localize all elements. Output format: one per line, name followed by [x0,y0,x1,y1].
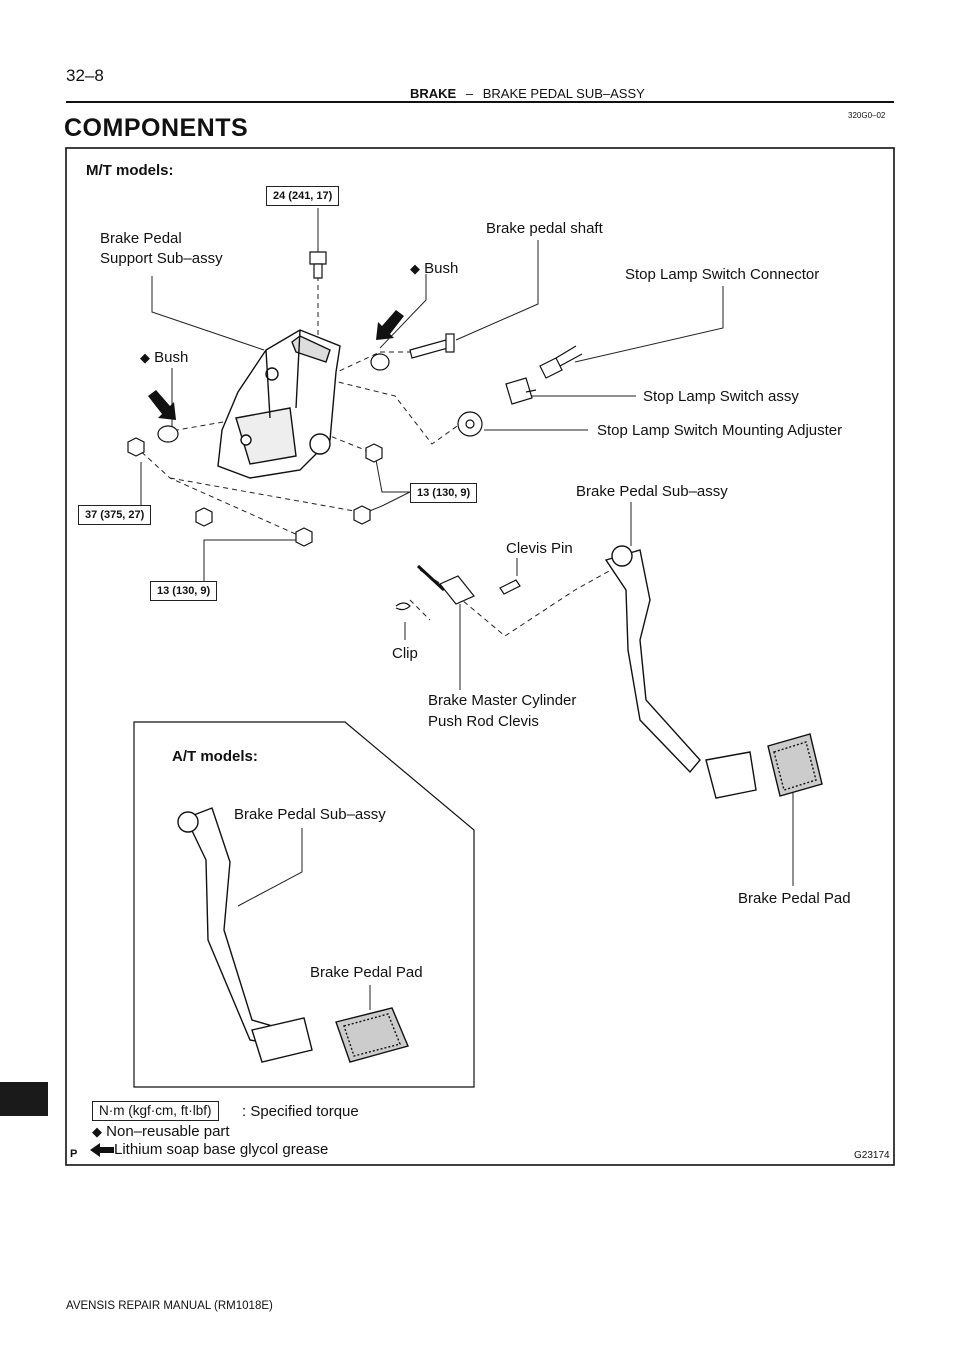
label-pad-at: Brake Pedal Pad [310,964,423,981]
header-rule [66,101,894,103]
header-subsection: BRAKE PEDAL SUB–ASSY [482,86,645,101]
label-bush-lower: ◆ Bush [140,349,189,366]
label-bush-upper: ◆ Bush [410,260,459,277]
pedal-shaft [409,333,455,359]
mt-heading: M/T models: [86,162,174,179]
figure-frame [65,147,895,1166]
label-clevis-pin: Clevis Pin [506,540,573,557]
label-pedal-shaft: Brake pedal shaft [486,220,603,237]
page-title: COMPONENTS [64,114,249,142]
grease-arrows [148,310,404,420]
torque-lower-nuts: 13 (130, 9) [150,581,218,601]
page-number: 32–8 [66,66,104,85]
at-heading: A/T models: [172,748,258,765]
legend-grease: Lithium soap base glycol grease [114,1141,329,1158]
header-section: BRAKE [410,86,457,101]
pad-mt [767,733,823,797]
label-clip: Clip [392,645,418,662]
nonreusable-diamond-icon: ◆ [140,350,150,365]
label-switch: Stop Lamp Switch assy [643,388,799,405]
pad-at [335,1007,409,1063]
legend-unit-box: N·m (kgf·cm, ft·lbf) [92,1101,219,1121]
footer-manual: AVENSIS REPAIR MANUAL (RM1018E) [66,1300,273,1312]
corner-mark: P [70,1148,78,1160]
legend-nonreusable: ◆ Non–reusable part [92,1123,230,1140]
pedal-mt [604,545,757,799]
doc-code: 320G0–02 [848,111,886,120]
leader-lines [140,208,794,1010]
running-header: BRAKE – BRAKE PEDAL SUB–ASSY [410,86,645,101]
nonreusable-diamond-icon: ◆ [92,1124,102,1139]
header-separator: – [465,86,474,101]
nonreusable-diamond-icon: ◆ [410,261,420,276]
legend-grease-arrow [90,1143,114,1157]
label-support-line2: Support Sub–assy [100,250,223,267]
label-pad-mt: Brake Pedal Pad [738,890,851,907]
at-inset-frame [133,721,475,1088]
pedal-support [217,329,341,479]
section-tab [0,1082,48,1116]
bolt-top [309,251,327,279]
torque-left-nut: 37 (375, 27) [78,505,152,525]
label-pedal-mt: Brake Pedal Sub–assy [576,483,728,500]
label-adjuster: Stop Lamp Switch Mounting Adjuster [597,422,843,439]
clevis-parts [395,564,521,611]
pedal-at [177,807,313,1063]
bush-parts [157,353,390,443]
nuts [127,437,383,547]
legend-specified-torque: : Specified torque [242,1103,359,1120]
label-pedal-at: Brake Pedal Sub–assy [234,806,386,823]
stop-lamp-parts [457,345,583,437]
label-push-rod-line1: Brake Master Cylinder [428,692,577,709]
torque-bolt-top: 24 (241, 17) [266,186,340,206]
label-support-line1: Brake Pedal [100,230,182,247]
label-push-rod-line2: Push Rod Clevis [428,713,539,730]
figure-id: G23174 [854,1150,890,1161]
label-connector: Stop Lamp Switch Connector [625,266,820,283]
torque-right-nuts: 13 (130, 9) [410,483,478,503]
